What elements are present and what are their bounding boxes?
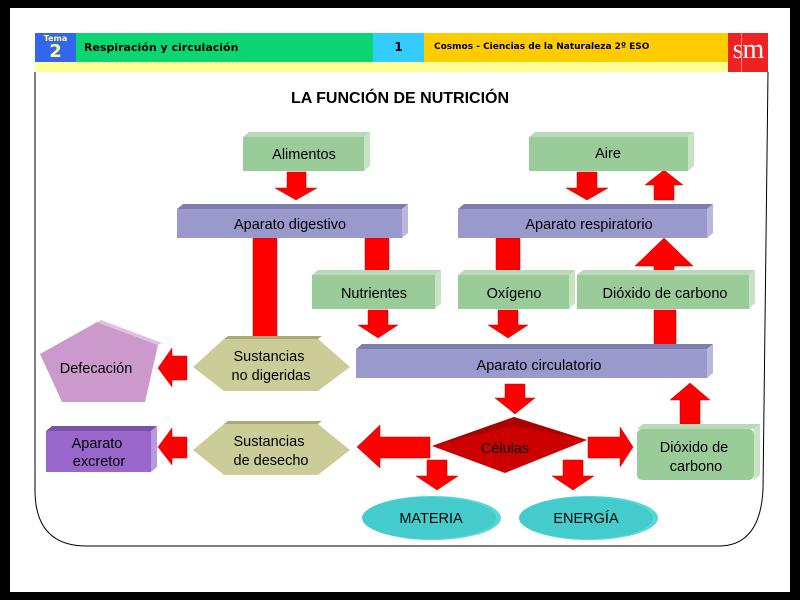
publisher-logo: sm [728,33,768,72]
node-aparato-circulatorio-label: Aparato circulatorio [477,358,602,374]
tema-number: 2 [49,41,62,62]
node-alimentos-label: Alimentos [272,147,336,163]
arrow-dioxido-circulatorio [669,382,711,425]
node-dioxido-top-label: Dióxido de carbono [603,286,728,302]
node-sustancias-desecho: Sustancias de desecho [193,421,350,475]
node-energia: ENERGÍA [519,496,658,540]
node-energia-label: ENERGÍA [553,510,619,527]
node-aparato-digestivo: Aparato digestivo [177,204,408,238]
arrow-desecho-excretor [157,427,188,466]
node-dioxido-top: Dióxido de carbono [577,270,755,309]
node-celulas: Células [432,417,587,473]
node-nutrientes: Nutrientes [312,270,441,309]
arrow-celulas-desecho [356,424,431,469]
node-nutrientes-label: Nutrientes [341,286,407,302]
node-defecacion-label: Defecación [60,361,133,377]
node-dioxido-bottom: Dióxido de carbono [637,424,760,480]
arrow-no-digeridas-defecacion [157,347,188,388]
node-aparato-circulatorio: Aparato circulatorio [356,344,713,378]
node-dioxido-bottom-label: Dióxido de carbono [660,440,733,475]
arrow-respiratorio-oxigeno [495,237,521,271]
node-oxigeno-label: Oxígeno [487,286,542,302]
node-aparato-excretor: Aparato excretor [46,426,157,472]
node-aparato-excretor-label: Aparato excretor [72,436,127,470]
node-aire-label: Aire [595,146,621,162]
arrow-digestivo-nutrientes [364,237,390,271]
header-subbar [35,62,728,72]
node-sustancias-desecho-label: Sustancias de desecho [234,434,309,469]
node-sustancias-no-digeridas-label: Sustancias no digeridas [232,349,311,384]
diagram-title: LA FUNCIÓN DE NUTRICIÓN [290,90,510,107]
arrow-circulatorio-dioxido [653,309,677,347]
arrow-celulas-materia [415,459,459,491]
node-aparato-respiratorio-label: Aparato respiratorio [525,217,652,233]
node-defecacion: Defecación [40,320,162,402]
tema-label: Tema [43,34,68,43]
course-title: Cosmos - Ciencias de la Naturaleza 2º ES… [424,33,728,62]
arrow-oxigeno-circulatorio [487,309,529,339]
arrow-nutrientes-circulatorio [357,309,399,339]
tema-badge: Tema 2 [35,33,76,62]
arrow-celulas-dioxido [587,426,634,468]
arrow-dioxido-respiratorio [634,237,694,271]
unit-title: Respiración y circulación [76,33,373,62]
logo-divider [741,33,742,72]
node-materia-label: MATERIA [399,511,463,527]
node-oxigeno: Oxígeno [458,270,575,309]
arrow-aire-respiratorio [565,171,609,201]
arrow-alimentos-digestivo [274,171,318,201]
page-number: 1 [373,33,424,62]
node-sustancias-no-digeridas: Sustancias no digeridas [193,336,350,391]
arrow-respiratorio-aire [644,169,684,201]
arrow-digestivo-no-digeridas [252,237,278,340]
node-materia: MATERIA [362,496,501,540]
content-frame [34,71,769,547]
node-celulas-label: Células [481,441,529,457]
node-aparato-respiratorio: Aparato respiratorio [458,204,713,238]
node-aparato-digestivo-label: Aparato digestivo [234,217,346,233]
node-alimentos: Alimentos [243,132,370,171]
arrow-circulatorio-celulas [494,383,536,415]
arrow-celulas-energia [551,459,595,491]
node-aire: Aire [529,132,694,171]
